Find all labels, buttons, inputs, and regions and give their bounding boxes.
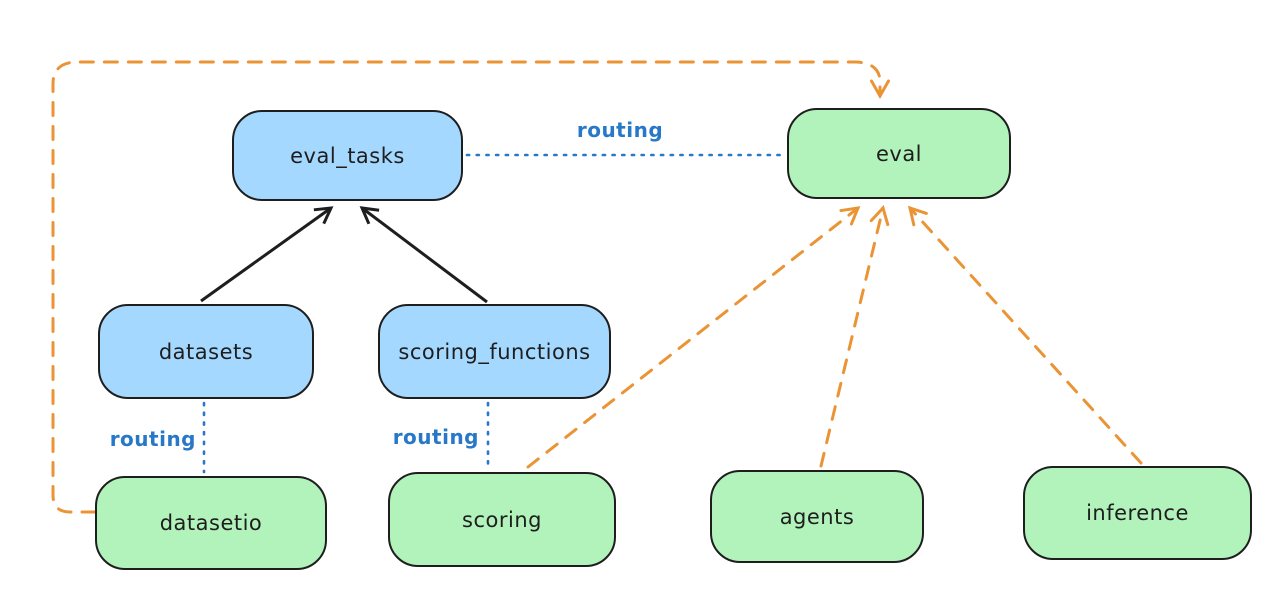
edge-agents-to-eval [819,205,890,468]
node-eval-tasks-label: eval_tasks [290,143,405,168]
routing-label-datasetio: routing [110,427,196,451]
node-scoring-functions: scoring_functions [378,304,611,399]
edge-datasets-to-eval_tasks [200,206,334,303]
node-datasetio: datasetio [95,476,327,570]
node-eval-tasks: eval_tasks [232,110,463,201]
node-eval-label: eval [875,141,923,166]
edge-inference-to-eval [907,205,1143,465]
edge-scoring_functions-to-eval_tasks [359,206,488,304]
node-inference-label: inference [1086,501,1189,525]
node-agents-label: agents [779,504,855,529]
routing-label-top: routing [577,118,663,142]
node-datasets: datasets [98,304,314,399]
node-agents: agents [710,470,924,563]
routing-label-scoring: routing [393,425,479,449]
node-eval: eval [787,108,1011,199]
node-scoring: scoring [388,472,616,567]
node-inference: inference [1023,466,1252,560]
node-scoring-functions-label: scoring_functions [398,339,591,364]
edge-scoring-to-eval [526,206,861,469]
node-datasets-label: datasets [158,339,254,364]
node-scoring-label: scoring [462,507,542,532]
node-datasetio-label: datasetio [159,511,263,535]
edge-datasetio-to-eval [51,60,890,514]
